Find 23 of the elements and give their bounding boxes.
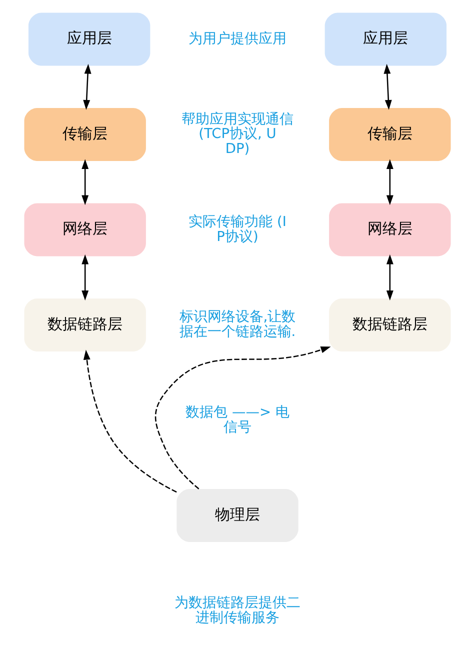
label: 为数据链路层提供二进制传输服务 xyxy=(174,594,300,626)
node-box: 物理层 xyxy=(176,489,298,542)
node-box: 传输层 xyxy=(328,108,450,161)
arrow xyxy=(81,159,88,206)
arrow xyxy=(386,159,393,206)
arrow xyxy=(81,254,88,300)
arrow xyxy=(386,254,393,300)
node-box: 数据链路层 xyxy=(24,298,146,352)
label: 数据包 ——> 电信号 xyxy=(185,404,289,436)
node-box: 应用层 xyxy=(324,12,446,66)
node-box: 网络层 xyxy=(328,203,450,256)
arrow xyxy=(383,64,392,110)
label: 帮助应用实现通信 (TCP协议, UDP) xyxy=(181,111,293,157)
arrow xyxy=(154,346,330,490)
label: 标识网络设备,让数据在一个链路运输. xyxy=(178,309,296,340)
arrow xyxy=(82,64,91,110)
node-box: 传输层 xyxy=(24,108,146,161)
node-box: 数据链路层 xyxy=(328,298,450,352)
label: 实际传输功能 (IP协议) xyxy=(188,214,286,245)
arrow xyxy=(82,350,176,493)
label: 为用户提供应用 xyxy=(188,30,286,47)
node-box: 应用层 xyxy=(28,12,150,66)
node-box: 网络层 xyxy=(24,203,146,256)
